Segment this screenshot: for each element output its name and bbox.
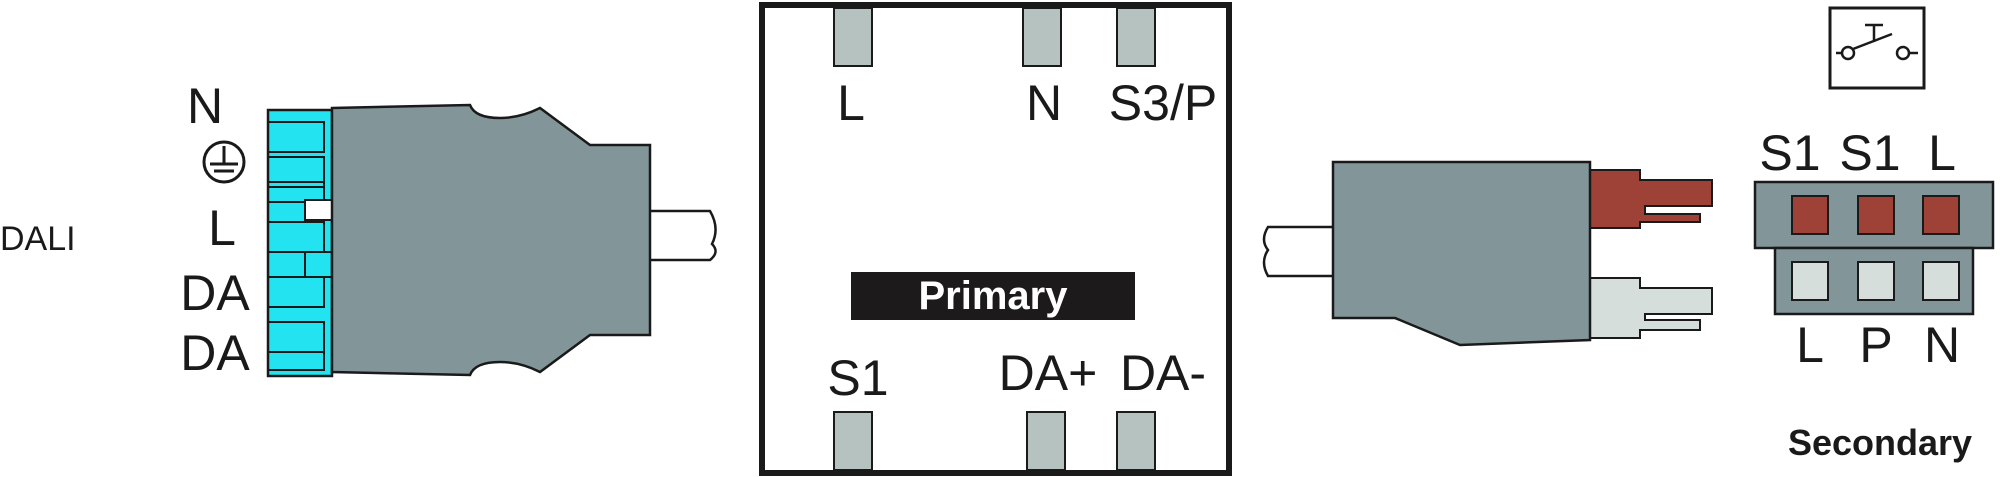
secondary-label-l-top: L xyxy=(1928,125,1956,181)
terminal-s3p xyxy=(1116,7,1156,67)
right-cable xyxy=(1262,225,1342,278)
socket-p xyxy=(1857,261,1895,301)
right-plug-body xyxy=(1331,160,1592,347)
secondary-label-p: P xyxy=(1859,317,1892,373)
pin-label-l: L xyxy=(208,200,236,256)
upper-pin xyxy=(1584,169,1713,229)
terminal-label-s3p: S3/P xyxy=(1109,75,1217,131)
socket-l-top xyxy=(1922,195,1960,235)
terminal-label-l: L xyxy=(837,75,865,131)
ground-icon xyxy=(202,140,246,184)
primary-title-bar xyxy=(851,272,1135,320)
secondary-label-s1-a: S1 xyxy=(1759,125,1820,181)
left-connector: DALI N L DA DA xyxy=(0,78,717,381)
terminal-label-n: N xyxy=(1026,75,1062,131)
dali-label: DALI xyxy=(0,220,76,258)
secondary: S1 S1 L L P N Secondary xyxy=(1753,6,1995,463)
terminal-n xyxy=(1022,7,1062,67)
right-plug xyxy=(1262,160,1713,347)
secondary-label-n: N xyxy=(1924,317,1960,373)
left-connector-body xyxy=(330,103,652,377)
left-cable xyxy=(638,209,717,262)
pin-label-da-1: DA xyxy=(180,265,250,321)
secondary-label-l: L xyxy=(1796,317,1824,373)
terminal-label-da-minus: DA- xyxy=(1120,345,1206,401)
primary-box: L N S3/P Primary S1 DA+ DA- xyxy=(759,2,1232,476)
secondary-title: Secondary xyxy=(1788,422,1972,463)
lower-pin xyxy=(1584,277,1713,339)
terminal-l xyxy=(833,7,873,67)
socket-l xyxy=(1791,261,1829,301)
terminal-label-s1: S1 xyxy=(827,350,888,406)
socket-s1-a xyxy=(1791,195,1829,235)
terminal-da-plus xyxy=(1026,411,1066,471)
pin-label-n: N xyxy=(187,78,223,134)
terminal-s1 xyxy=(833,411,873,471)
socket-s1-b xyxy=(1857,195,1895,235)
switch-icon xyxy=(1828,6,1926,90)
primary-title: Primary xyxy=(919,274,1069,318)
secondary-label-s1-b: S1 xyxy=(1839,125,1900,181)
pin-label-da-2: DA xyxy=(180,325,250,381)
socket-n xyxy=(1922,261,1960,301)
terminal-label-da-plus: DA+ xyxy=(999,345,1098,401)
terminal-da-minus xyxy=(1116,411,1156,471)
left-terminal-block xyxy=(266,108,334,378)
